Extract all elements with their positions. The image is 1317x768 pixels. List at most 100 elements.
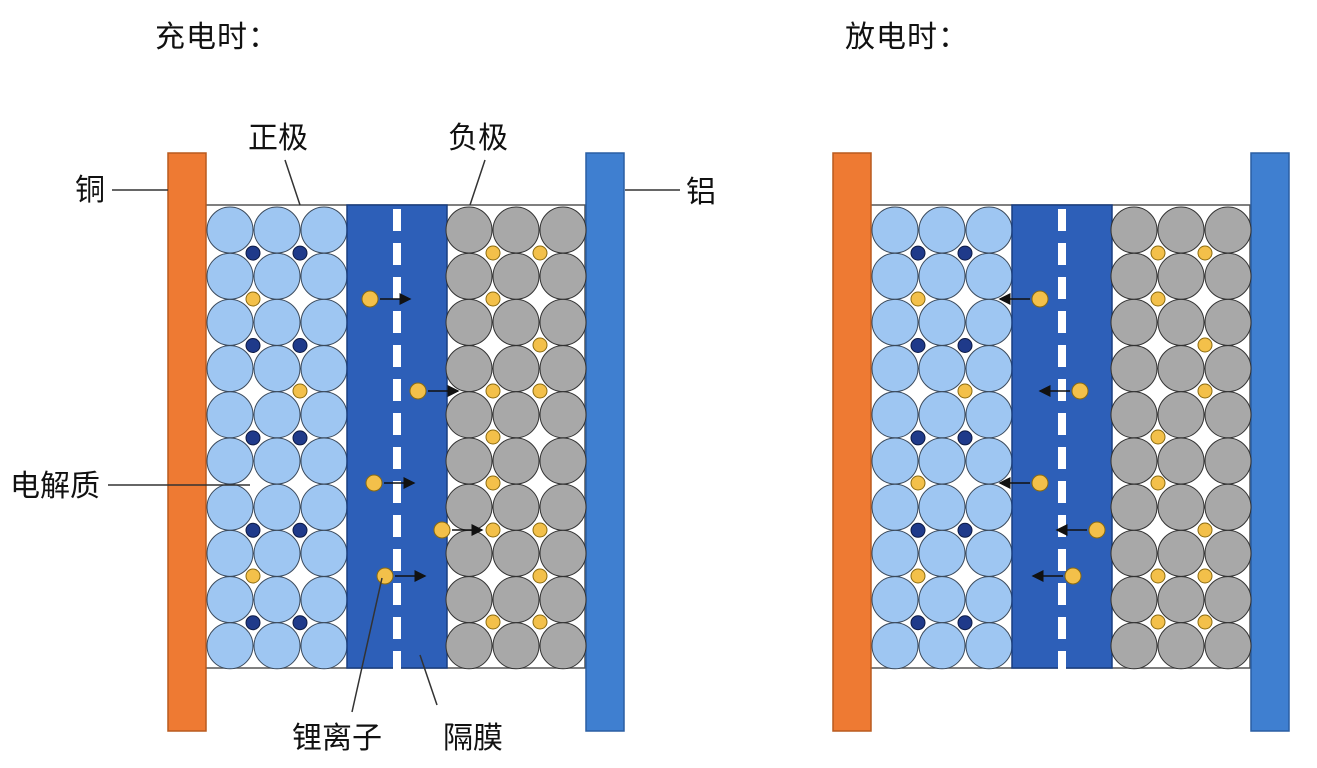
negative-particle (445, 252, 493, 300)
lithium-ion-moving (409, 382, 427, 400)
dopant-dot (292, 615, 308, 631)
lithium-ion-embedded (532, 383, 548, 399)
separator-dash (1058, 277, 1066, 299)
positive-particle (871, 345, 919, 393)
charging-panel (167, 152, 625, 732)
separator-dash (1058, 515, 1066, 537)
negative-particle (1157, 252, 1205, 300)
negative-particle (1157, 391, 1205, 439)
lithium-ion-embedded (1150, 429, 1166, 445)
positive-particle (253, 252, 301, 300)
dopant-dot (957, 522, 973, 538)
lithium-ion-embedded (1197, 337, 1213, 353)
positive-particle (253, 298, 301, 346)
lithium-ion-embedded (1197, 568, 1213, 584)
negative-particle (1110, 529, 1158, 577)
negative-particle (1157, 576, 1205, 624)
copper-collector (167, 152, 207, 732)
lithium-ion-embedded (485, 475, 501, 491)
lithium-ion-moving (433, 521, 451, 539)
negative-particle (539, 345, 587, 393)
dopant-dot (910, 245, 926, 261)
dopant-dot (292, 338, 308, 353)
charging-title: 充电时： (155, 20, 279, 55)
separator-dash (1058, 413, 1066, 435)
lithium-ion-embedded (910, 568, 926, 584)
lithium-ion-embedded (532, 245, 548, 261)
dopant-dot (292, 522, 308, 538)
negative-particle (539, 252, 587, 300)
separator-dash (1058, 651, 1066, 673)
positive-particle (918, 298, 966, 346)
separator-dash (393, 345, 401, 367)
negative-particle (1204, 622, 1252, 670)
positive-particle (918, 345, 966, 393)
separator-dash (393, 243, 401, 265)
negative-particle (445, 298, 493, 346)
positive-particle (965, 206, 1013, 254)
negative-particle (492, 298, 540, 346)
separator-dash (1058, 447, 1066, 469)
positive-particle (206, 298, 254, 346)
lithium-ion-embedded (910, 475, 926, 491)
aluminum-collector (1250, 152, 1290, 732)
dopant-dot (245, 245, 261, 261)
lithium-ion-embedded (1150, 475, 1166, 491)
positive-leader (284, 159, 301, 206)
separator-dash (393, 311, 401, 333)
negative-particle (1110, 298, 1158, 346)
positive-particle (918, 437, 966, 485)
positive-particle (300, 529, 348, 577)
positive-particle (253, 576, 301, 624)
separator-dash (1058, 209, 1066, 231)
negative-particle (492, 391, 540, 439)
lithium-ion-embedded (532, 337, 548, 353)
negative-particle (1110, 391, 1158, 439)
positive-particle (206, 483, 254, 531)
negative-particle (1110, 576, 1158, 624)
positive-particle (300, 391, 348, 439)
positive-particle (918, 622, 966, 670)
positive-particle (206, 622, 254, 670)
positive-particle (965, 483, 1013, 531)
negative-particle (1204, 437, 1252, 485)
positive-particle (300, 483, 348, 531)
positive-particle (206, 252, 254, 300)
lithium-ion-embedded (1150, 568, 1166, 584)
negative-particle (445, 529, 493, 577)
positive-particle (871, 529, 919, 577)
dopant-dot (245, 522, 261, 538)
positive-particle (965, 252, 1013, 300)
separator-dash (393, 617, 401, 639)
separator-dash (393, 447, 401, 469)
lithium-ion-moving (361, 290, 379, 308)
negative-particle (1157, 622, 1205, 670)
negative-particle (1204, 391, 1252, 439)
callout-lines (108, 159, 680, 713)
positive-particle (965, 345, 1013, 393)
lithium-ion-embedded (485, 429, 501, 445)
negative-particle (1110, 622, 1158, 670)
negative-particle (539, 206, 587, 254)
positive-particle (300, 437, 348, 485)
positive-particle (253, 483, 301, 531)
lithium-ion-leader (351, 577, 383, 713)
positive-particle (965, 391, 1013, 439)
separator-dash (1058, 345, 1066, 367)
positive-particle (253, 206, 301, 254)
lithium-ion-moving (1031, 474, 1049, 492)
lithium-ion-embedded (245, 568, 261, 584)
lithium-ion-embedded (245, 291, 261, 307)
negative-particle (1110, 483, 1158, 531)
separator-dash (393, 515, 401, 537)
lithium-ion-embedded (485, 383, 501, 399)
positive-particle (965, 576, 1013, 624)
aluminum-label: 铝 (686, 175, 716, 210)
dopant-dot (292, 430, 308, 446)
positive-particle (871, 391, 919, 439)
separator-leader (419, 654, 438, 706)
positive-particle (871, 576, 919, 624)
negative-particle (445, 345, 493, 393)
negative-particle (1110, 252, 1158, 300)
